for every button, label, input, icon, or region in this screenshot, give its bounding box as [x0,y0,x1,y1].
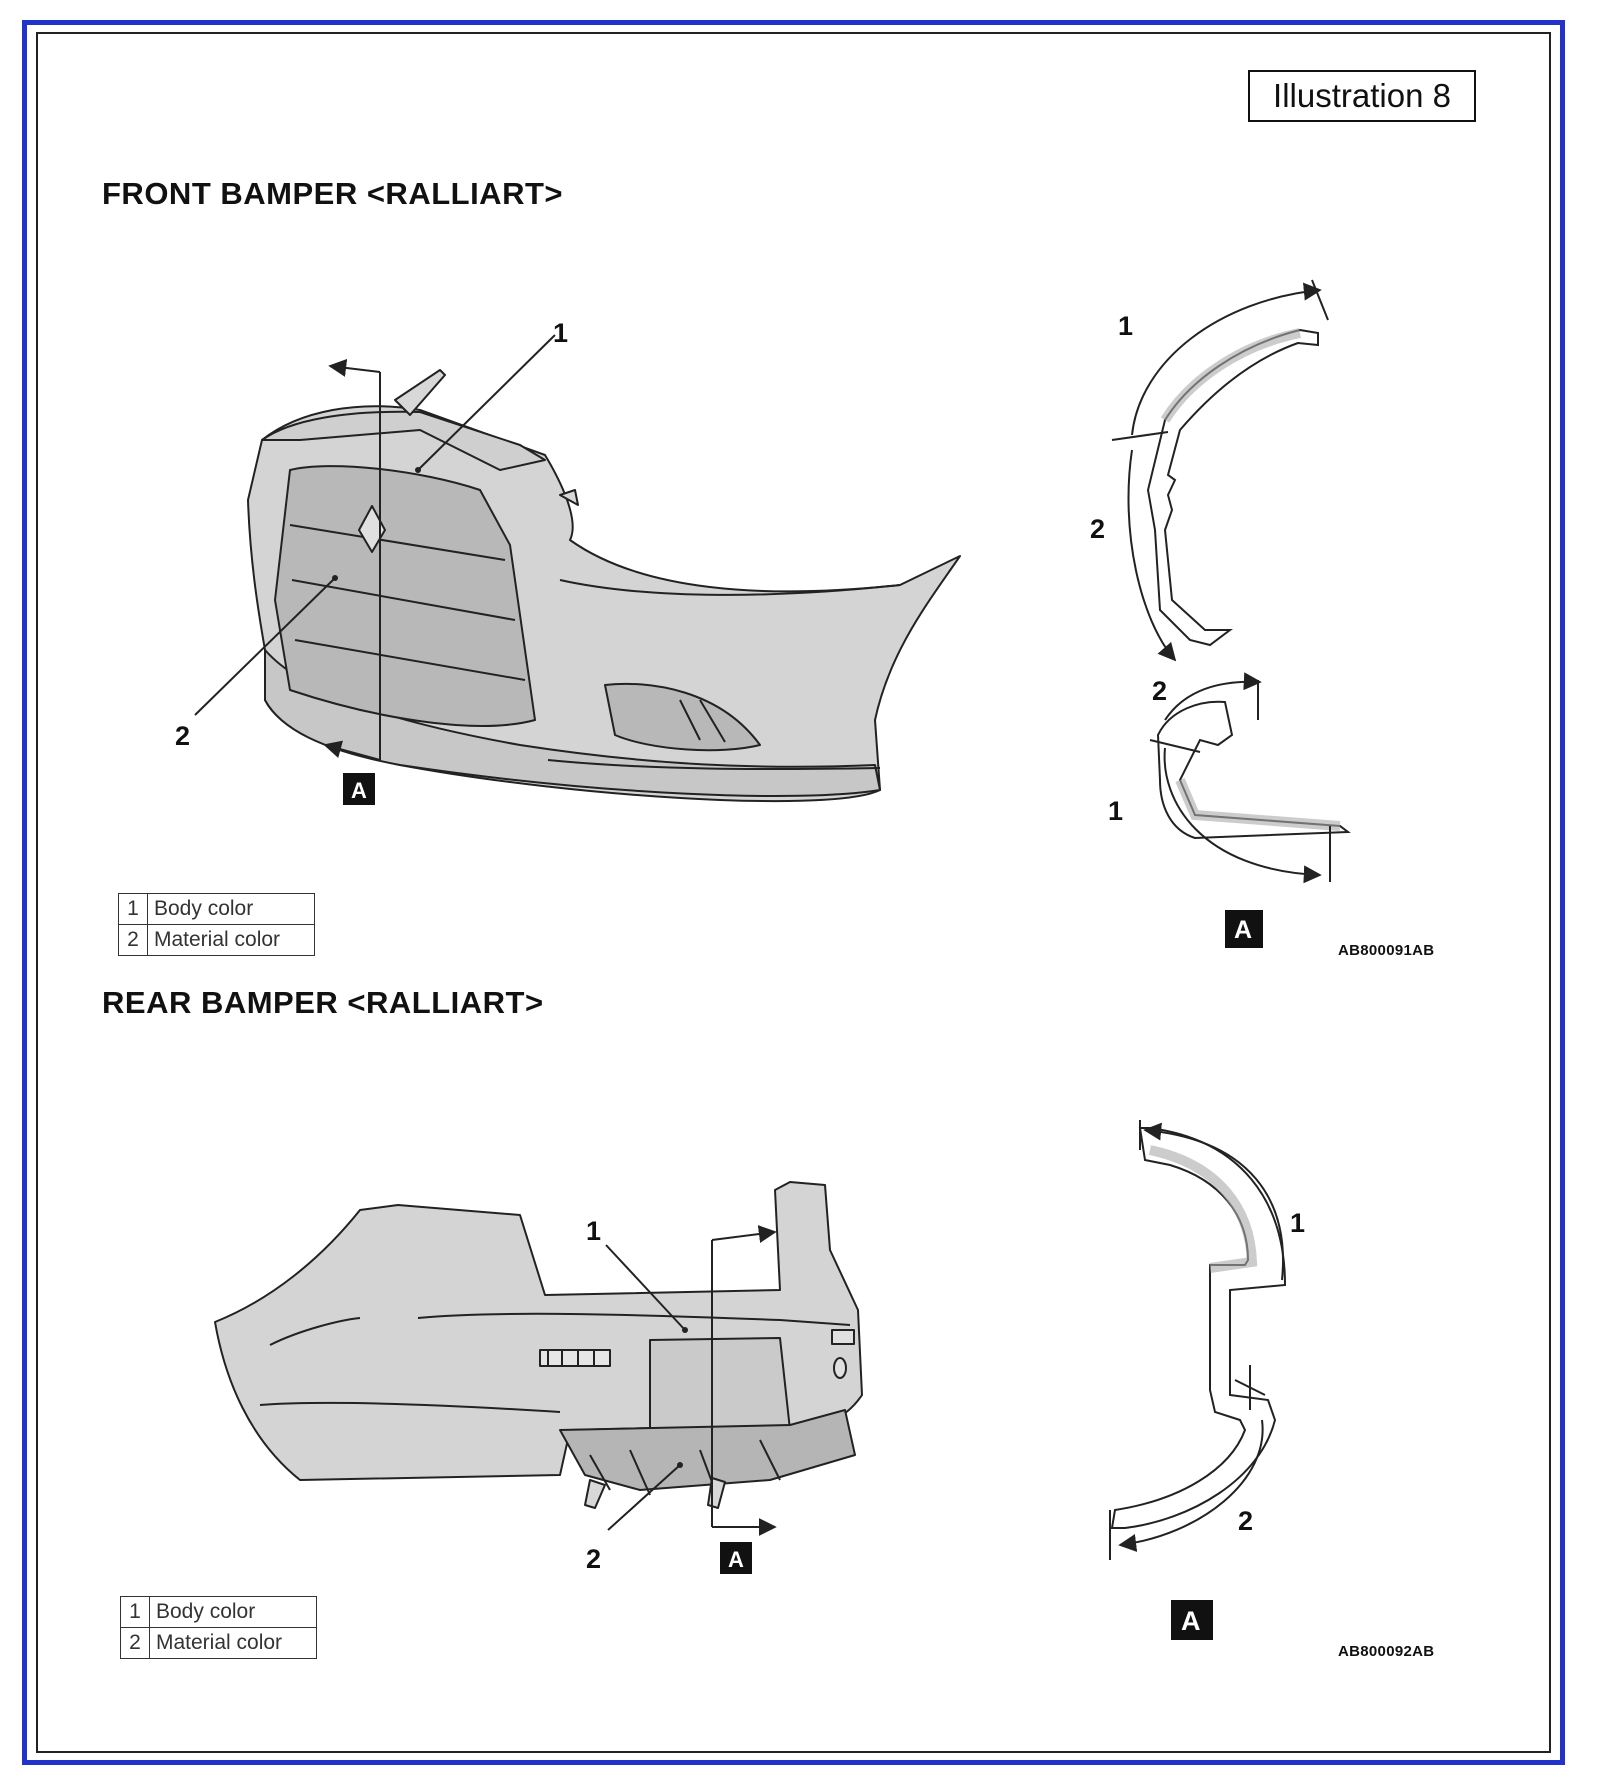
front-detail-upper [1111,279,1329,662]
front-detail-lower [1149,672,1351,884]
front-legend-text: Body color [147,893,315,925]
rear-legend-table: 1 Body color 2 Material color [120,1596,317,1659]
rear-section-line [711,1225,777,1536]
front-callout-1: 1 [553,318,568,348]
rear-section-a-marker [720,1542,752,1574]
rear-leader-dot-1 [682,1327,688,1333]
front-figure-code: AB800091AB [1338,942,1435,959]
rear-legend-row: 2 Material color [120,1627,317,1659]
rear-callout-2: 2 [586,1544,601,1574]
rear-detail-section-a-marker [1171,1600,1213,1640]
front-section-a-marker [343,773,375,805]
front-legend-num: 1 [118,893,148,925]
rear-figure-code: AB800092AB [1338,1643,1435,1660]
front-legend-num: 2 [118,924,148,956]
front-section-line [323,358,381,761]
front-bumper-drawing [247,369,961,803]
front-legend-row: 1 Body color [118,893,315,925]
front-section-a-label: A [351,778,367,803]
rear-leaders [605,1244,686,1531]
rear-leader-dot-2 [677,1462,683,1468]
front-callout-2: 2 [175,721,190,751]
rear-legend-text: Material color [149,1627,317,1659]
rear-detail-callout-2: 2 [1238,1506,1253,1536]
front-leaders [194,334,556,716]
front-leader-dot-1 [415,467,421,473]
front-detail-section-a-marker [1225,910,1263,948]
front-bumper-title: FRONT BAMPER <RALLIART> [102,176,563,211]
rear-detail-callout-1: 1 [1290,1208,1305,1238]
rear-bumper-drawing [214,1181,863,1509]
front-detail-callout-2-upper: 2 [1090,514,1105,544]
rear-detail [1109,1120,1287,1560]
outer-blue-frame [22,20,1565,1765]
front-detail-callout-1-lower: 1 [1108,796,1123,826]
front-detail-callout-2-lower: 2 [1152,676,1167,706]
front-detail-callout-1-upper: 1 [1118,311,1133,341]
rear-section-a-label: A [728,1547,744,1572]
rear-legend-num: 2 [120,1627,150,1659]
front-legend-text: Material color [147,924,315,956]
rear-legend-row: 1 Body color [120,1596,317,1628]
rear-legend-text: Body color [149,1596,317,1628]
illustration-label: Illustration 8 [1248,70,1476,122]
rear-bumper-title: REAR BAMPER <RALLIART> [102,985,544,1020]
front-detail-section-a-label: A [1234,916,1252,944]
rear-legend-num: 1 [120,1596,150,1628]
inner-black-frame [36,32,1551,1753]
front-legend-table: 1 Body color 2 Material color [118,893,315,956]
rear-detail-section-a-label: A [1181,1606,1201,1636]
front-leader-dot-2 [332,575,338,581]
rear-callout-1: 1 [586,1216,601,1246]
front-legend-row: 2 Material color [118,924,315,956]
